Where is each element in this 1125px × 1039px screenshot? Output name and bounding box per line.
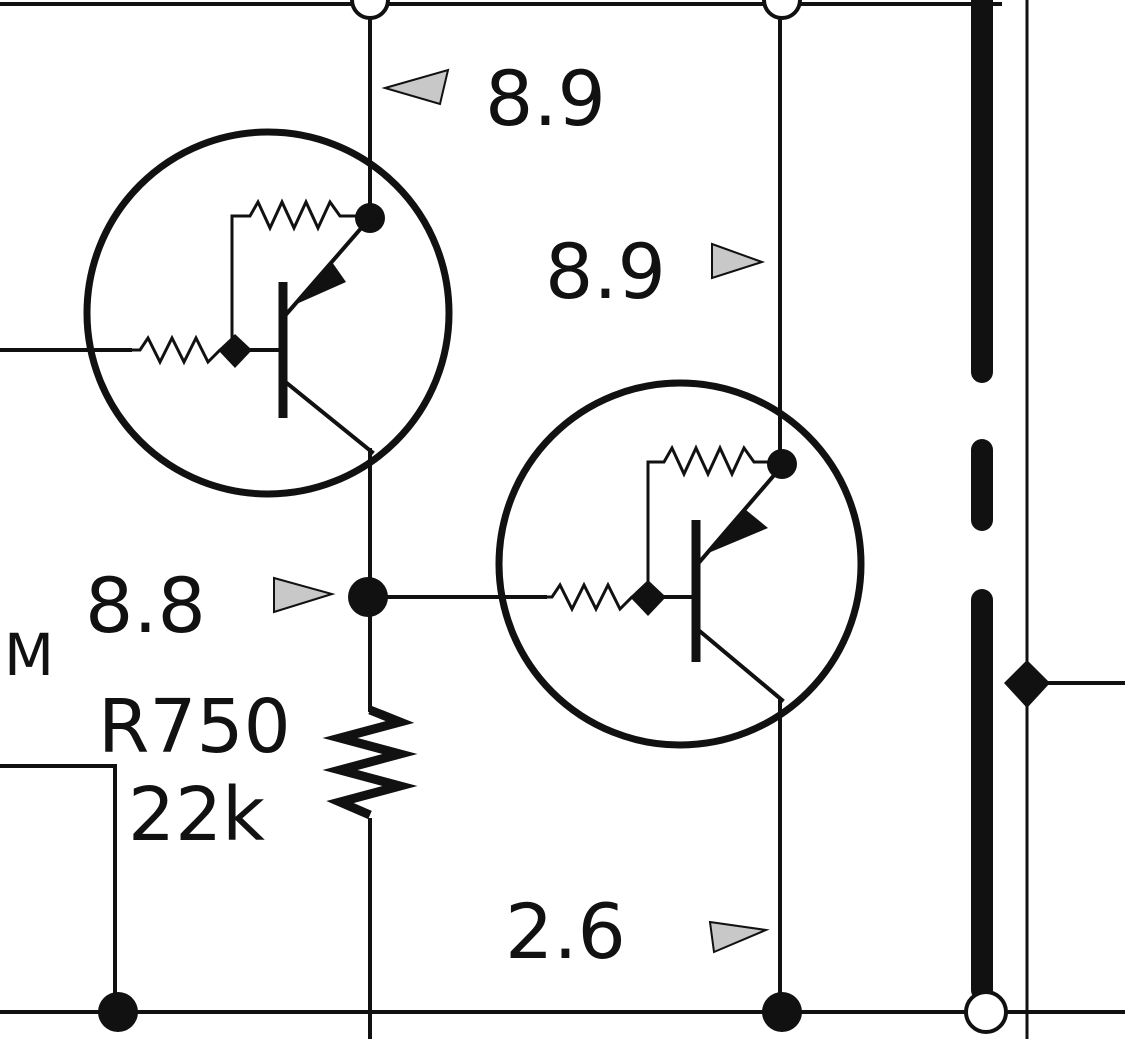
q1-transistor [83, 128, 453, 498]
ground-node-left [98, 992, 138, 1032]
q2-base-resistor [545, 581, 648, 613]
q2-base-node [630, 580, 666, 616]
r750-value-label: 22k [128, 772, 265, 858]
left-stub-wire [0, 764, 117, 1014]
q2-envelope [495, 379, 865, 749]
q1-emitter-arrow [292, 262, 346, 306]
r750-resistor [322, 705, 418, 820]
q2-collector-voltage-label: 2.6 [505, 887, 626, 976]
q1-base-node [218, 334, 252, 368]
q2-emitter-voltage-arrow [711, 242, 766, 280]
junction-voltage-label: 8.8 [85, 561, 206, 650]
bus-terminal-bottom [964, 990, 1008, 1034]
junction-node [348, 577, 388, 617]
q1-emitter-node [355, 203, 385, 233]
q1-envelope [83, 128, 453, 498]
q2-emitter-arrow [706, 510, 768, 554]
q2-bias-resistor [646, 444, 782, 597]
bus-branch-node [1004, 660, 1050, 708]
q1-base-resistor [130, 334, 235, 366]
junction-voltage-arrow [273, 576, 336, 614]
ground-node-right [762, 992, 802, 1032]
top-terminal-right [762, 0, 802, 20]
edge-letter-label: M [4, 621, 54, 689]
q1-bias-resistor [230, 198, 370, 350]
q2-transistor [495, 379, 865, 749]
collector-voltage-arrow [708, 920, 770, 954]
q1-emitter-voltage-arrow [381, 68, 450, 106]
q2-emitter-voltage-label: 8.9 [545, 227, 666, 316]
q2-emitter-node [767, 449, 797, 479]
top-terminal-left [350, 0, 390, 20]
q2-collector-leg [693, 625, 785, 703]
q1-emitter-voltage-label: 8.9 [485, 54, 606, 143]
q1-collector-leg [280, 377, 375, 455]
r750-ref-label: R750 [98, 684, 291, 770]
